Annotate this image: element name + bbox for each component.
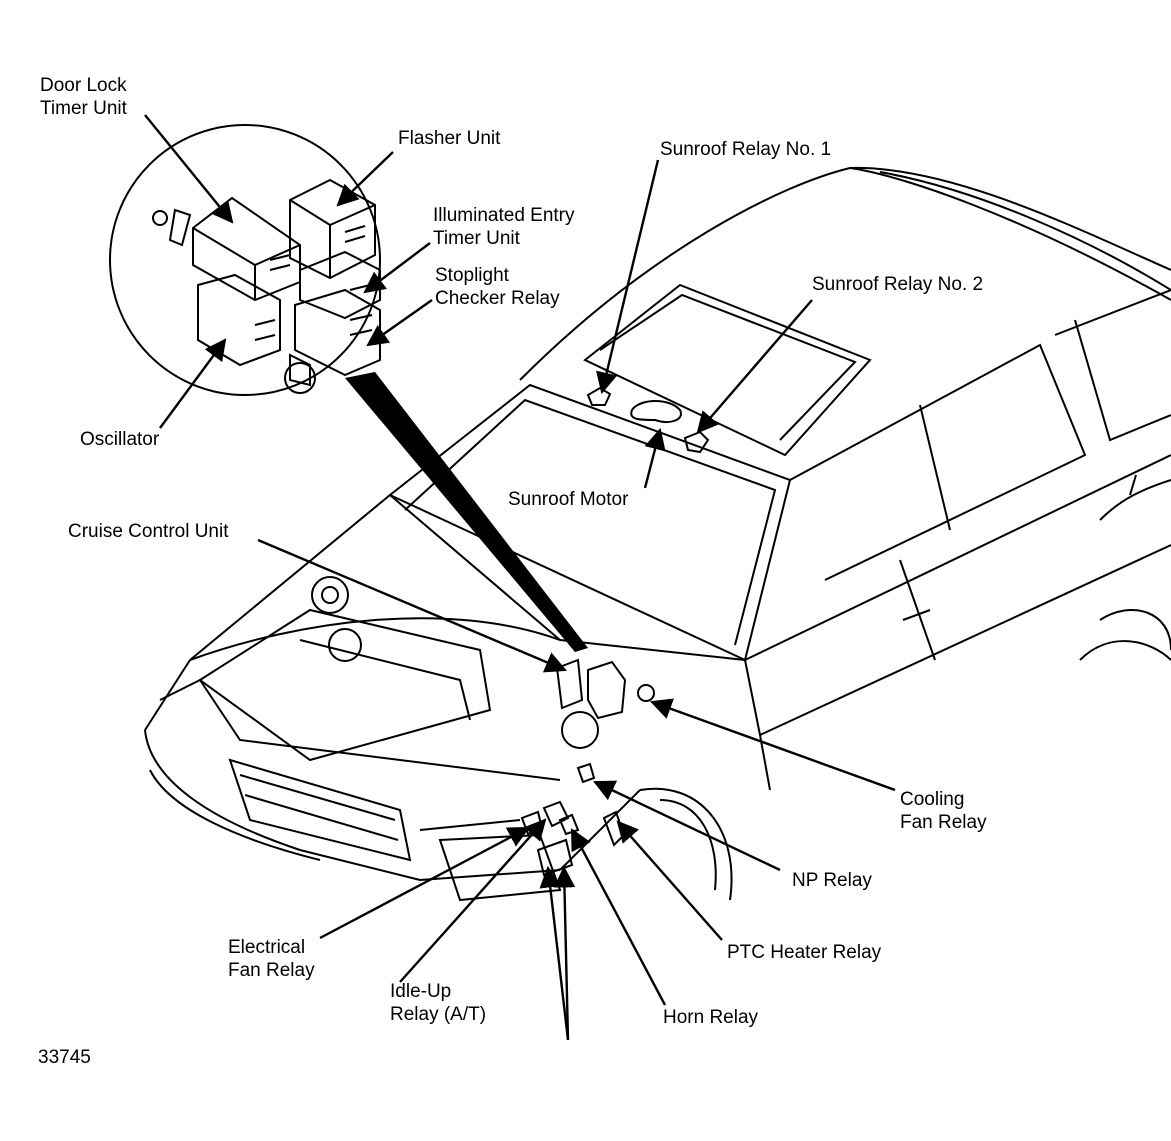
label-line: Idle-Up bbox=[390, 981, 452, 1002]
label-door-lock-timer-unit: Door Lock Timer Unit bbox=[40, 74, 127, 120]
arrow-np-relay bbox=[593, 780, 781, 872]
label-sunroof-relay-no2: Sunroof Relay No. 2 bbox=[812, 274, 984, 295]
car-body bbox=[144, 166, 1171, 902]
arrow-horn-relay bbox=[570, 828, 667, 1006]
figure-id: 33745 bbox=[38, 1047, 91, 1068]
arrow-idle-up bbox=[399, 818, 547, 983]
arrow-sunroof-motor bbox=[643, 427, 666, 489]
arrow-door-lock bbox=[144, 114, 234, 224]
label-line: Timer Unit bbox=[433, 228, 520, 249]
arrow-sunroof-relay-1 bbox=[596, 159, 660, 395]
label-cruise-control-unit: Cruise Control Unit bbox=[68, 521, 229, 542]
label-line: Stoplight bbox=[435, 265, 509, 286]
label-line: Timer Unit bbox=[40, 98, 127, 119]
label-line: Door Lock bbox=[40, 75, 127, 96]
label-line: Fan Relay bbox=[900, 812, 987, 833]
arrow-sunroof-relay-2 bbox=[696, 299, 813, 434]
arrow-electrical-fan bbox=[319, 826, 530, 940]
label-illuminated-entry-timer-unit: Illuminated Entry Timer Unit bbox=[433, 204, 575, 250]
label-oscillator: Oscillator bbox=[80, 429, 160, 450]
label-horn-relay: Horn Relay bbox=[663, 1007, 759, 1028]
label-electrical-fan-relay: Electrical Fan Relay bbox=[228, 936, 315, 982]
label-line: Illuminated Entry bbox=[433, 205, 575, 226]
label-line: Relay (A/T) bbox=[390, 1004, 487, 1025]
arrow-unlabeled-1 bbox=[539, 865, 570, 1041]
label-np-relay: NP Relay bbox=[792, 870, 872, 891]
label-sunroof-relay-no1: Sunroof Relay No. 1 bbox=[660, 139, 832, 160]
arrow-oscillator bbox=[159, 338, 227, 429]
label-flasher-unit: Flasher Unit bbox=[398, 128, 501, 149]
label-stoplight-checker-relay: Stoplight Checker Relay bbox=[435, 264, 560, 310]
arrow-cruise-control bbox=[257, 538, 567, 673]
arrow-flasher bbox=[336, 151, 394, 207]
label-line: Electrical bbox=[228, 937, 306, 958]
arrow-ptc-heater bbox=[616, 820, 723, 941]
arrow-stoplight bbox=[366, 299, 433, 347]
arrow-illuminated-entry bbox=[363, 242, 431, 294]
magnified-relay-cluster bbox=[109, 124, 381, 396]
label-line: Checker Relay bbox=[435, 288, 560, 309]
label-line: Cooling bbox=[900, 789, 965, 810]
label-cooling-fan-relay: Cooling Fan Relay bbox=[900, 788, 987, 834]
label-idle-up-relay: Idle-Up Relay (A/T) bbox=[390, 980, 486, 1026]
arrow-unlabeled-2 bbox=[553, 865, 576, 1041]
arrow-cooling-fan bbox=[649, 698, 896, 792]
callout-beam bbox=[345, 372, 588, 652]
leader-arrows bbox=[144, 114, 896, 1041]
label-line: Fan Relay bbox=[228, 960, 315, 981]
label-ptc-heater-relay: PTC Heater Relay bbox=[727, 942, 882, 963]
label-sunroof-motor: Sunroof Motor bbox=[508, 489, 629, 510]
